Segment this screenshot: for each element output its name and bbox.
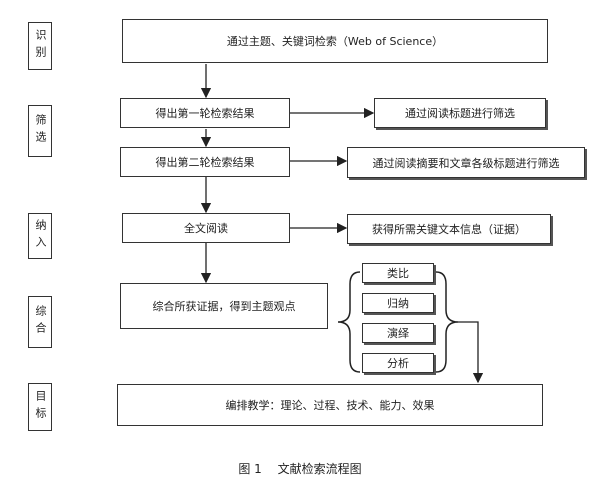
first-round-step: 得出第一轮检索结果 [120,98,290,128]
method-deduction: 演绎 [362,323,434,343]
synthesize-step: 综合所获证据，得到主题观点 [120,283,328,329]
stage-include: 纳入 [28,213,52,259]
evidence-box: 获得所需关键文本信息（证据） [347,214,551,244]
identify-step: 通过主题、关键词检索（Web of Science） [122,19,548,63]
full-read-step: 全文阅读 [122,213,290,243]
stage-synthesize: 综合 [28,296,52,348]
left-brace [337,271,361,373]
right-brace [435,271,459,373]
second-round-step: 得出第二轮检索结果 [120,147,290,177]
method-analysis: 分析 [362,353,434,373]
arrow-methods-to-goal [458,321,484,384]
stage-goal: 目标 [28,383,52,431]
figure-caption: 图 1 文献检索流程图 [0,460,600,477]
abstract-filter-box: 通过阅读摘要和文章各级标题进行筛选 [347,147,585,178]
stage-screen: 筛选 [28,105,52,157]
stage-identify: 识别 [28,22,52,70]
title-filter-box: 通过阅读标题进行筛选 [374,98,546,128]
method-induction: 归纳 [362,293,434,313]
goal-step: 编排教学：理论、过程、技术、能力、效果 [117,384,543,426]
method-analogy: 类比 [362,263,434,283]
caption-label: 图 1 [238,462,262,476]
caption-title: 文献检索流程图 [277,462,362,476]
